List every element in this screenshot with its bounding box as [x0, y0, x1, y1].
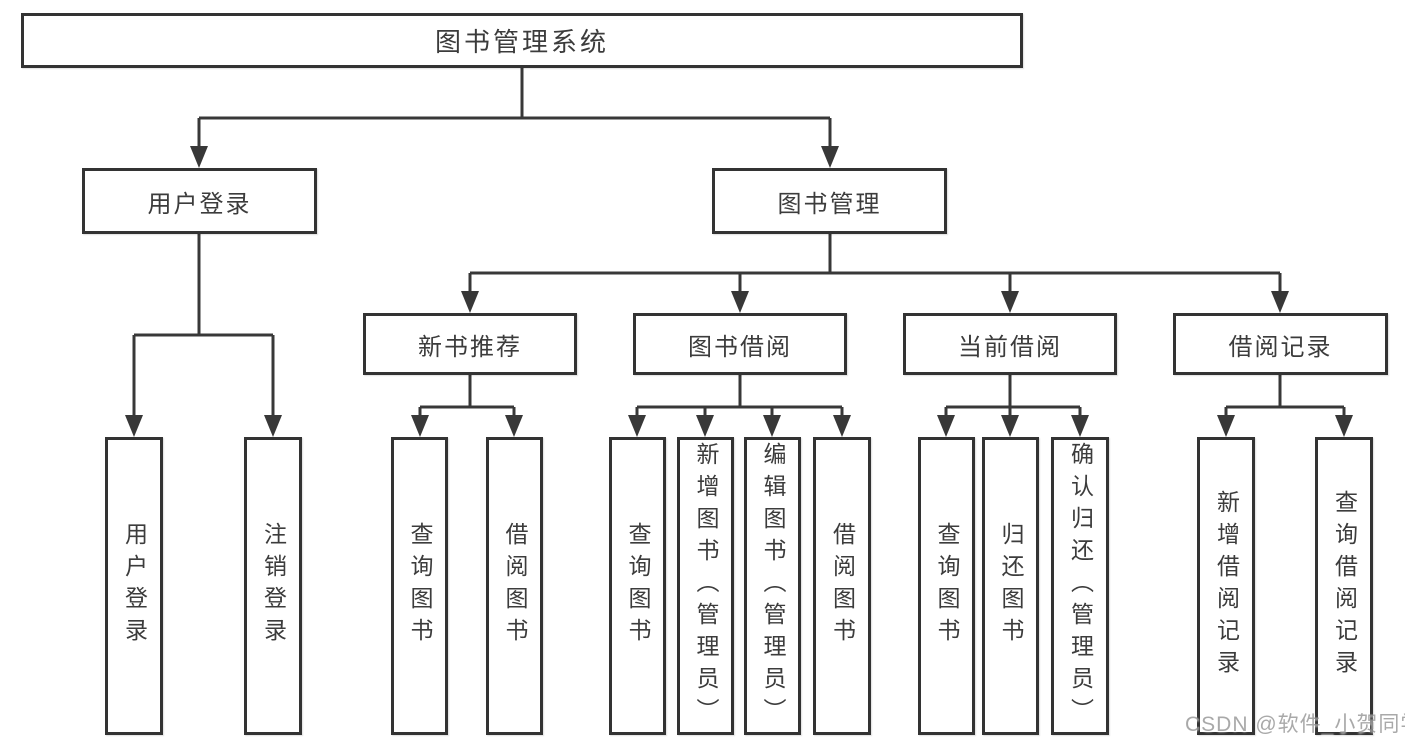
node-book-management: 图书管理: [712, 168, 947, 234]
connector-user-login-arrowheads: [125, 415, 282, 437]
leaf-current-query-book: 查询图书: [918, 437, 975, 735]
leaf-edit-book-admin: 编辑图书（管理员）: [744, 437, 801, 735]
leaf-borrow-book: 借阅图书: [813, 437, 871, 735]
connector-root-arrowheads: [190, 146, 839, 168]
leaf-return-book: 归还图书: [982, 437, 1039, 735]
leaf-add-book-admin: 新增图书（管理员）: [677, 437, 734, 735]
node-new-book-recommend: 新书推荐: [363, 313, 577, 375]
leaf-borrow-query-book: 查询图书: [609, 437, 666, 735]
leaf-logout: 注销登录: [244, 437, 302, 735]
connector-new-book-branch: [418, 375, 516, 416]
connector-borrow-record-branch: [1224, 375, 1346, 416]
leaf-add-borrow-record: 新增借阅记录: [1197, 437, 1255, 735]
connector-book-mgmt-branch: [468, 234, 1282, 292]
node-current-borrow: 当前借阅: [903, 313, 1117, 375]
node-library-management-system: 图书管理系统: [21, 13, 1023, 68]
leaf-recommend-borrow-book: 借阅图书: [486, 437, 543, 735]
connector-book-borrow-branch: [635, 375, 844, 416]
leaf-user-login: 用户登录: [105, 437, 163, 735]
connector-root-branch: [197, 68, 832, 147]
node-book-borrow: 图书借阅: [633, 313, 847, 375]
connector-book-mgmt-arrowheads: [461, 291, 1289, 313]
connector-new-book-arrowheads: [411, 415, 523, 437]
connector-borrow-record-arrowheads: [1217, 415, 1353, 437]
node-user-login: 用户登录: [82, 168, 317, 234]
connector-current-borrow-arrowheads: [937, 415, 1089, 437]
connector-user-login-branch: [132, 234, 275, 416]
connector-book-borrow-arrowheads: [628, 415, 851, 437]
connector-current-borrow-branch: [944, 375, 1082, 416]
leaf-confirm-return-admin: 确认归还（管理员）: [1051, 437, 1109, 735]
leaf-recommend-query-book: 查询图书: [391, 437, 448, 735]
node-borrow-record: 借阅记录: [1173, 313, 1388, 375]
csdn-watermark: CSDN @软件_小贺同学: [1185, 713, 1405, 736]
leaf-query-borrow-record: 查询借阅记录: [1315, 437, 1373, 735]
